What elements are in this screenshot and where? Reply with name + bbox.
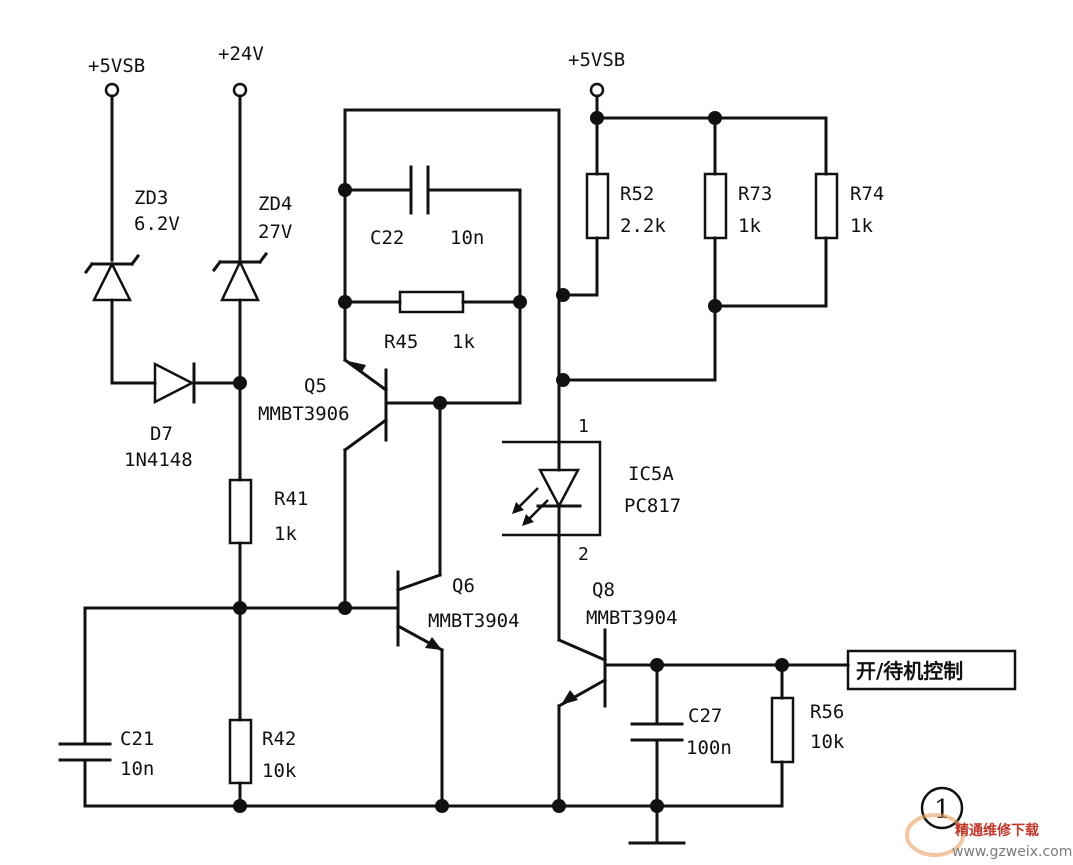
vsb-left-label: +5VSB [88,55,145,77]
junction-dot [556,288,570,302]
r42-value: 10k [262,760,297,782]
resistor-r42 [228,718,253,785]
zener-zd3 [83,253,141,302]
q6-ref: Q6 [452,575,475,597]
r45-value: 1k [452,331,475,353]
watermark-site-name: 精通维修下载 [955,822,1039,839]
resistor-r56 [770,696,795,764]
diode-d7 [153,361,196,405]
resistor-r45 [398,290,465,314]
r52-value: 2.2k [620,215,666,237]
d7-ref: D7 [150,423,173,445]
ic5a-value: PC817 [624,495,681,517]
optocoupler-ic5a [502,440,602,537]
r56-ref: R56 [810,701,844,723]
junction-dot [708,299,722,313]
r73-ref: R73 [738,183,772,205]
d7-value: 1N4148 [124,449,193,471]
r42-ref: R42 [262,728,296,750]
junction-dot [513,295,527,309]
capacitor-c22 [409,165,430,215]
resistor-r41 [228,478,253,545]
junction-dot [233,376,247,390]
junction-dot [233,799,247,813]
junction-dot [556,373,570,387]
ic5a-ref: IC5A [628,463,674,485]
resistor-r73 [703,172,728,240]
vsb-right-label: +5VSB [568,49,625,71]
capacitor-c21 [58,742,112,762]
transistor-q5 [342,357,522,453]
watermark-url: www.gzweix.com [952,844,1072,860]
q5-value: MMBT3906 [258,403,350,425]
r56-value: 10k [810,731,845,753]
watermark: 1 精通维修下载 www.gzweix.com [905,786,1072,860]
v24-label: +24V [218,43,264,65]
zd3-ref: ZD3 [134,187,168,209]
vsb-right-terminal: +5VSB [568,49,625,98]
c21-ref: C21 [120,728,154,750]
transistor-q6 [395,570,445,653]
r41-value: 1k [274,523,297,545]
zd4-ref: ZD4 [258,193,292,215]
zd4-value: 27V [258,221,292,243]
transistor-q8 [556,628,608,709]
c22-ref: C22 [370,227,404,249]
vsb-left-terminal: +5VSB [88,55,145,98]
watermark-badge: 1 [934,795,951,825]
c27-ref: C27 [688,705,722,727]
capacitor-c27 [630,722,684,742]
ic5a-pin1: 1 [578,416,589,437]
r52-ref: R52 [620,183,654,205]
c22-value: 10n [450,227,484,249]
c27-value: 100n [686,737,732,759]
q8-ref: Q8 [592,579,615,601]
resistor-r74 [814,172,839,240]
r74-ref: R74 [850,183,884,205]
v24-terminal: +24V [218,43,264,98]
q6-value: MMBT3904 [428,610,520,632]
q8-value: MMBT3904 [586,607,678,629]
standby-control-label: 开/待机控制 [846,649,1017,691]
zener-zd4 [211,251,269,302]
control-label-text: 开/待机控制 [856,659,963,683]
r45-ref: R45 [384,331,418,353]
ic5a-pin2: 2 [578,544,589,565]
zd3-value: 6.2V [134,213,180,235]
r41-ref: R41 [274,488,308,510]
r74-value: 1k [850,215,873,237]
c21-value: 10n [120,758,154,780]
resistor-r52 [585,172,610,240]
r73-value: 1k [738,215,761,237]
q5-ref: Q5 [304,375,327,397]
